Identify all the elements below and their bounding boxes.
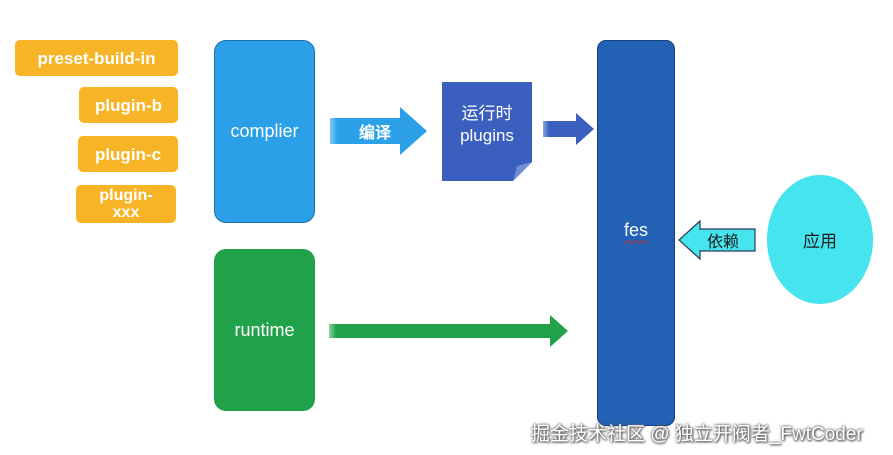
depend-arrow-text: 依赖 bbox=[706, 234, 739, 251]
depend-arrow bbox=[678, 219, 756, 261]
plugin-xxx: plugin-xxx bbox=[76, 185, 176, 223]
runtime-plugins-label: 运行时 plugins bbox=[442, 103, 532, 151]
runtime-plugins-line1: 运行时 bbox=[461, 104, 513, 123]
runtime-box: runtime bbox=[214, 249, 315, 411]
compiler-label: complier bbox=[230, 121, 299, 141]
runtime-label: runtime bbox=[234, 319, 295, 340]
runtime-to-fes-arrow bbox=[329, 315, 568, 347]
plugin-b: plugin-b bbox=[79, 87, 178, 123]
plugins-to-fes-arrow bbox=[543, 113, 594, 145]
plugin-label: plugin-xxx bbox=[99, 187, 153, 221]
compile-arrow bbox=[330, 107, 427, 155]
runtime-plugins-doc bbox=[442, 82, 532, 181]
app-label: 应用 bbox=[803, 232, 837, 251]
fes-box: fes bbox=[597, 40, 675, 426]
app-ellipse: 应用 bbox=[767, 175, 873, 304]
plugin-label: plugin-c bbox=[94, 144, 162, 164]
plugin-c: plugin-c bbox=[78, 136, 178, 172]
fes-label: fes bbox=[623, 219, 648, 240]
depend-arrow-label: 依赖 bbox=[698, 229, 748, 251]
compile-arrow-label: 编译 bbox=[340, 118, 410, 144]
plugin-label: preset-build-in bbox=[37, 48, 156, 68]
runtime-plugins-line2: plugins bbox=[460, 126, 514, 145]
compiler-box: complier bbox=[214, 40, 315, 223]
watermark-text: 掘金技术社区 @ 独立开阀者_FwtCoder bbox=[531, 424, 863, 445]
plugin-preset-build-in: preset-build-in bbox=[15, 40, 178, 76]
compile-arrow-text: 编译 bbox=[358, 125, 391, 142]
watermark: 掘金技术社区 @ 独立开阀者_FwtCoder bbox=[531, 419, 863, 446]
plugin-label: plugin-b bbox=[94, 95, 163, 115]
